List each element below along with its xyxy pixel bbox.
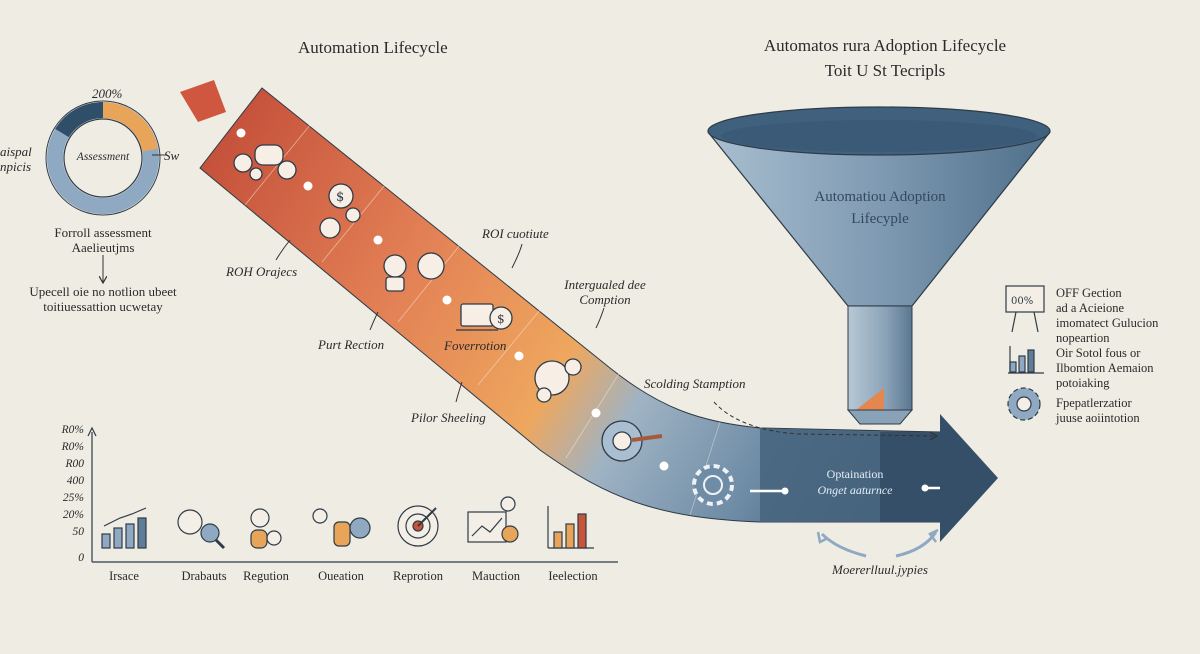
bar-chart-icon	[547, 506, 594, 549]
label-purt-rection: Purt Rection	[318, 337, 385, 352]
y-tick: R00	[65, 458, 84, 470]
laptop-coin-icon: $	[456, 303, 513, 331]
label-roi-orajecs: ROH Orajecs	[226, 264, 298, 279]
cycle-caption: Moererlluul.jypies	[832, 562, 928, 577]
arrow-label-2: Onget aaturnce	[817, 483, 893, 497]
label-foverrotion: Foverrotion	[444, 338, 507, 353]
donut-left-label-1: aispal	[0, 144, 32, 159]
legend-2-line-3: potoiaking	[1056, 376, 1110, 390]
lifecycle-pipeline	[180, 80, 998, 542]
legend-3-line-1: Fpepatlerzatior	[1056, 396, 1132, 410]
legend-1-line-2: ad a Acieione	[1056, 301, 1125, 315]
monitor-chart-icon	[467, 496, 519, 543]
money-gear-icon: $	[319, 183, 361, 239]
right-subtitle: Toit U St Tecripls	[824, 61, 946, 80]
legend-1-line-3: imomatect Gulucion	[1056, 316, 1159, 330]
donut-caption-2: Aaelieutjms	[71, 240, 135, 255]
label-integrated-2: Comption	[579, 292, 631, 307]
legend-2-line-2: Ilbomtion Aemaion	[1056, 361, 1154, 375]
donut-side-label: Sw	[164, 148, 180, 163]
category-label: Reprotion	[393, 569, 443, 583]
category-label: Ieelection	[548, 569, 598, 583]
category-label: Oueation	[318, 569, 364, 583]
assessment-donut	[45, 100, 166, 282]
svg-text:$: $	[497, 312, 505, 326]
presentation-icon: 00%	[1005, 285, 1045, 333]
question-gear-icon	[312, 508, 371, 547]
bar-growth-icon	[101, 507, 147, 549]
left-title: Automation Lifecycle	[298, 38, 448, 57]
donut-subcaption-2: toitiuessattion ucwetay	[43, 299, 163, 314]
svg-text:00%: 00%	[1011, 296, 1033, 307]
leader-lines	[275, 239, 936, 436]
legend-1: OFF Gection ad a Acieione imomatect Gulu…	[1056, 286, 1158, 346]
label-roi-cuotiute: ROI cuotiute	[482, 226, 549, 241]
label-scolding: Scolding Stamption	[644, 376, 746, 391]
label-integrated-1: Intergualed dee	[564, 277, 646, 292]
legend-2: Oir Sotol fous or Ilbomtion Aemaion poto…	[1056, 346, 1154, 391]
category-label: Drabauts	[181, 569, 227, 583]
y-tick: 20%	[62, 509, 84, 521]
cycle-arrows	[816, 528, 939, 558]
donut-caption-1: Forroll assessment	[54, 225, 152, 240]
funnel-label-1: Automatiou Adoption	[814, 189, 946, 205]
y-tick: 50	[72, 526, 85, 538]
gear-icon	[692, 464, 734, 506]
donut-center-label: Assessment	[76, 151, 130, 163]
y-tick: R0%	[61, 424, 84, 436]
funnel-label-2: Lifecyple	[851, 211, 909, 227]
donut-left-label-2: npicis	[0, 159, 32, 174]
kpi-icons	[101, 496, 594, 550]
person-gear-icon	[250, 508, 282, 549]
target-icon	[397, 505, 439, 547]
y-tick: 400	[66, 475, 84, 487]
process-gear-icon	[534, 358, 582, 403]
donut-top-label: 200%	[92, 86, 123, 101]
legend-3-line-2: juuse aoiintotion	[1056, 411, 1140, 425]
bar-growth-icon	[1008, 346, 1044, 374]
legend-1-line-4: nopeartion	[1056, 331, 1110, 345]
svg-text:$: $	[336, 190, 344, 205]
legend-1-line-1: OFF Gection	[1056, 286, 1122, 300]
y-tick: 0	[78, 552, 84, 564]
y-tick: 25%	[62, 492, 84, 504]
legend-2-line-1: Oir Sotol fous or	[1056, 346, 1141, 360]
speech-gear-icon	[233, 144, 297, 181]
label-pilor: Pilor Sheeling	[411, 410, 486, 425]
magnifier-icon	[177, 509, 226, 550]
gear-icon	[1007, 387, 1041, 421]
legend-icons: 00%	[1005, 285, 1045, 421]
adoption-funnel	[707, 106, 1051, 425]
category-label: Irsace	[109, 569, 139, 583]
category-label: Mauction	[472, 569, 520, 583]
category-label: Regution	[243, 569, 289, 583]
worker-gear-icon	[383, 252, 445, 292]
kpi-axis	[87, 426, 618, 563]
legend-3: Fpepatlerzatior juuse aoiintotion	[1056, 396, 1140, 426]
target-cycle-icon	[601, 420, 663, 462]
pipeline-icons: $ $	[233, 144, 734, 506]
y-tick: R0%	[61, 441, 84, 453]
arrow-label-1: Optaination	[826, 467, 884, 481]
right-title: Automatos rura Adoption Lifecycle	[763, 36, 1007, 55]
donut-subcaption-1: Upecell oie no notlion ubeet	[29, 284, 177, 299]
